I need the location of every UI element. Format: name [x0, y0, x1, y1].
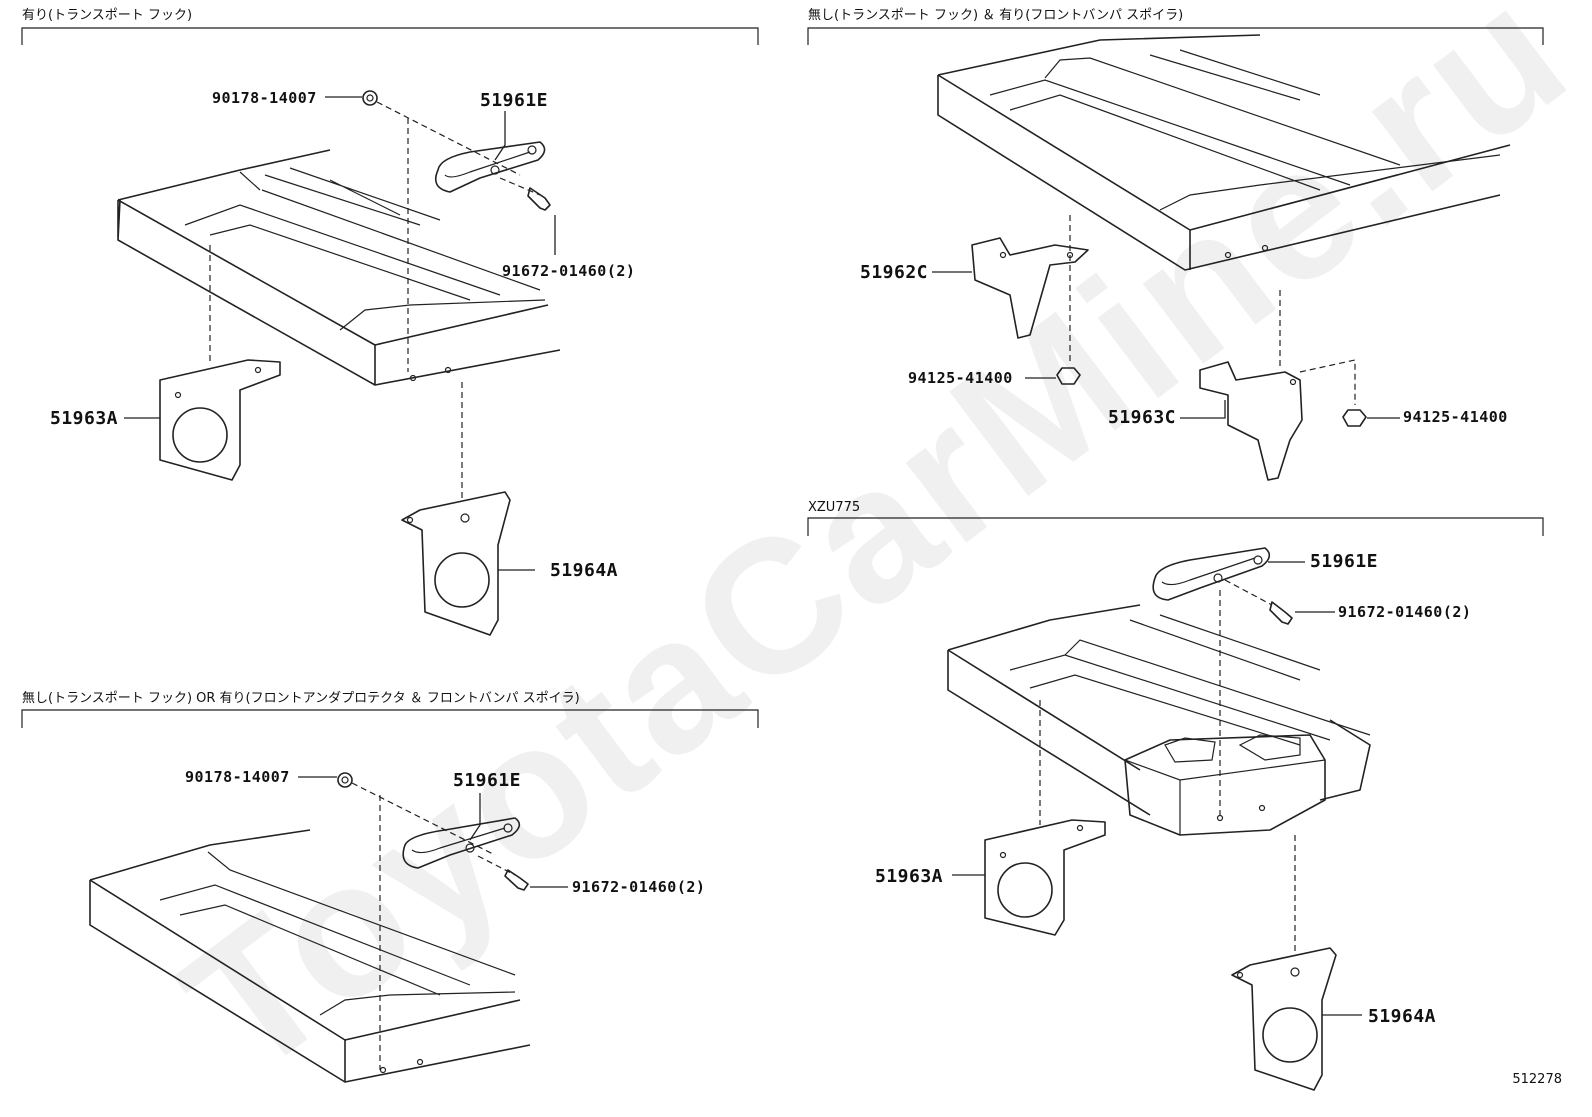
- nut-90178-14007-top-left: [362, 90, 378, 106]
- tow-hook-51961E-top-left: [434, 141, 546, 193]
- section-title-top-left: 有り(トランスポート フック): [22, 8, 193, 23]
- bracket-51963A-bottom-right: [984, 819, 1106, 936]
- section-bracket-bottom-left: [21, 709, 759, 728]
- bracket-51964A-bottom-right: [1231, 947, 1337, 1091]
- frame-crossmember-top-right: [937, 34, 1511, 271]
- bracket-51963C: [1199, 361, 1303, 481]
- part-label-51961E-br[interactable]: 51961E: [1310, 551, 1379, 572]
- part-label-51963A-br[interactable]: 51963A: [875, 866, 944, 887]
- section-bracket-top-right: [807, 27, 1544, 45]
- part-label-94125-41400-b[interactable]: 94125-41400: [1403, 408, 1508, 426]
- part-label-51964A[interactable]: 51964A: [550, 560, 619, 581]
- section-title-top-right: 無し(トランスポート フック) ＆ 有り(フロントバンパ スポイラ): [808, 8, 1184, 23]
- section-bracket-bottom-right: [807, 517, 1544, 536]
- bolt-91672-01460-bottom-left: [504, 869, 529, 891]
- bolt-91672-01460-bottom-right: [1269, 601, 1293, 625]
- bracket-51963A-top-left: [159, 359, 281, 481]
- part-label-91672-01460-bl[interactable]: 91672-01460(2): [572, 878, 706, 896]
- part-label-91672-01460-br[interactable]: 91672-01460(2): [1338, 603, 1472, 621]
- part-label-90178-14007-bl[interactable]: 90178-14007: [185, 768, 290, 786]
- nut-90178-14007-bottom-left: [337, 772, 353, 788]
- part-label-51962C[interactable]: 51962C: [860, 262, 929, 283]
- part-label-90178-14007[interactable]: 90178-14007: [212, 89, 317, 107]
- nut-94125-41400-b: [1342, 409, 1367, 427]
- section-bracket-top-left: [21, 27, 759, 45]
- bracket-51964A-top-left: [401, 491, 511, 636]
- tow-hook-51961E-bottom-left: [402, 817, 521, 869]
- section-title-bottom-right: XZU775: [808, 500, 861, 515]
- frame-crossmember-bottom-right: [947, 604, 1371, 816]
- part-label-94125-41400-a[interactable]: 94125-41400: [908, 369, 1013, 387]
- part-label-51961E-bl[interactable]: 51961E: [453, 770, 522, 791]
- nut-94125-41400-a: [1056, 367, 1081, 385]
- part-label-51963A[interactable]: 51963A: [50, 408, 119, 429]
- section-title-bottom-left: 無し(トランスポート フック) OR 有り(フロントアンダプロテクタ ＆ フロン…: [22, 691, 580, 706]
- tow-hook-51961E-bottom-right: [1152, 547, 1271, 601]
- protector-box-bottom-right: [1124, 734, 1326, 836]
- part-label-51961E[interactable]: 51961E: [480, 90, 549, 111]
- frame-crossmember-top-left: [117, 149, 561, 386]
- part-label-51963C[interactable]: 51963C: [1108, 407, 1177, 428]
- frame-crossmember-bottom-left: [89, 829, 531, 1083]
- part-label-51964A-br[interactable]: 51964A: [1368, 1006, 1437, 1027]
- bolt-91672-01460-top-left: [527, 187, 551, 211]
- part-label-91672-01460[interactable]: 91672-01460(2): [502, 262, 636, 280]
- figure-id: 512278: [1512, 1072, 1562, 1087]
